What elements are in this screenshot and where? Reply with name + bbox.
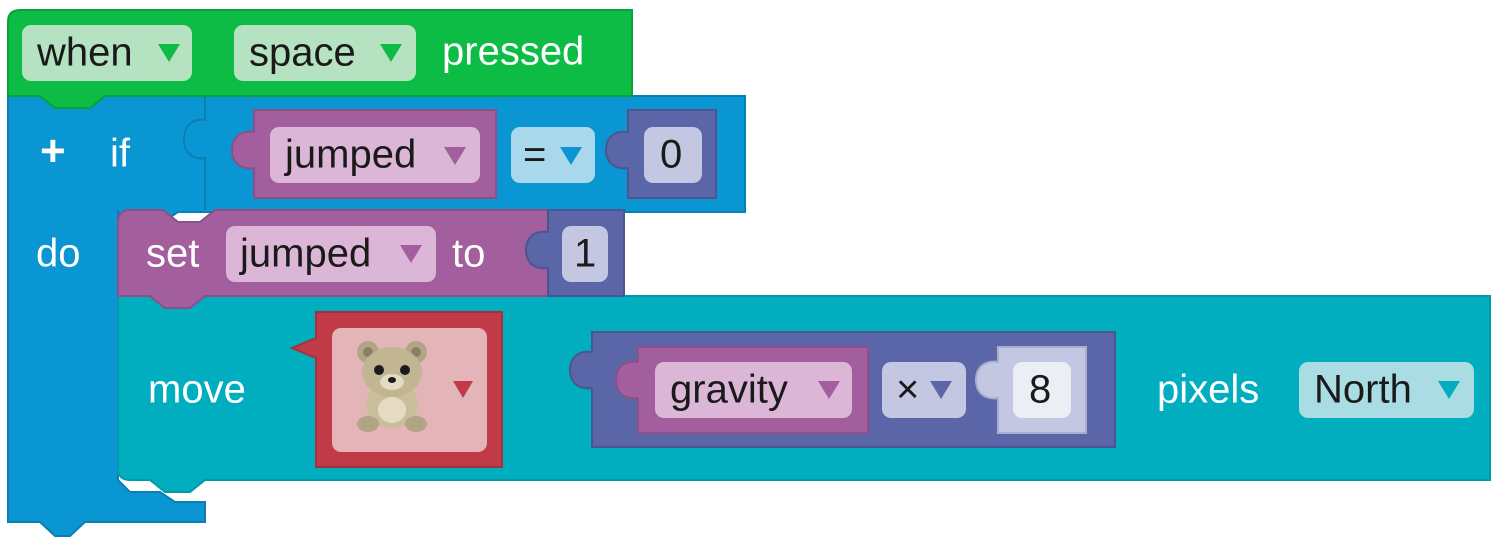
direction-dropdown[interactable]: [1299, 362, 1474, 418]
chevron-down-icon: [560, 147, 582, 165]
key-value: space: [249, 31, 356, 75]
condition-socket: [182, 96, 206, 210]
chevron-down-icon: [400, 245, 422, 263]
math-operator-value: ×: [896, 368, 919, 412]
chevron-down-icon: [818, 381, 840, 399]
set-variable-dropdown[interactable]: [226, 226, 436, 282]
if-label: if: [110, 132, 131, 176]
event-keyword-value: when: [36, 31, 133, 75]
multiply-expression-block[interactable]: gravity × 8: [568, 331, 1116, 448]
operator-value: =: [523, 133, 546, 177]
set-number-field[interactable]: [562, 226, 608, 282]
key-dropdown[interactable]: [234, 25, 416, 81]
math-operator-dropdown[interactable]: [882, 362, 966, 418]
teddy-bear-icon: [357, 341, 427, 432]
condition-number-field[interactable]: [644, 127, 702, 183]
compare-block[interactable]: jumped = 0: [230, 109, 717, 199]
condition-number-value: 0: [660, 133, 682, 177]
if-do-block[interactable]: + if do jumped = 0: [7, 95, 746, 537]
chevron-down-icon: [1438, 381, 1460, 399]
chevron-down-icon: [444, 147, 466, 165]
mutator-plus-icon[interactable]: +: [40, 127, 66, 176]
chevron-down-icon: [453, 381, 473, 398]
do-label: do: [36, 232, 81, 276]
set-variable-block[interactable]: set jumped to 1: [117, 209, 625, 309]
chevron-down-icon: [380, 44, 402, 62]
expression-variable-dropdown[interactable]: [655, 362, 852, 418]
expression-number-field[interactable]: [1013, 362, 1071, 418]
pressed-label: pressed: [442, 30, 584, 74]
chevron-down-icon: [930, 381, 952, 399]
when-key-pressed-block[interactable]: when space pressed: [7, 9, 633, 109]
move-label: move: [148, 368, 246, 412]
set-variable-name: jumped: [239, 232, 371, 276]
to-label: to: [452, 232, 485, 276]
direction-value: North: [1314, 368, 1412, 412]
pixels-label: pixels: [1157, 368, 1259, 412]
sprite-picker-block[interactable]: [289, 311, 503, 468]
set-label: set: [146, 232, 199, 276]
condition-variable-dropdown[interactable]: [270, 127, 480, 183]
set-number-value: 1: [574, 232, 596, 276]
expression-variable-name: gravity: [670, 368, 788, 412]
event-keyword-dropdown[interactable]: [22, 25, 192, 81]
expression-number-value: 8: [1029, 368, 1051, 412]
chevron-down-icon: [158, 44, 180, 62]
operator-dropdown[interactable]: [511, 127, 595, 183]
move-block[interactable]: move: [117, 295, 1491, 493]
condition-variable-name: jumped: [284, 133, 416, 177]
